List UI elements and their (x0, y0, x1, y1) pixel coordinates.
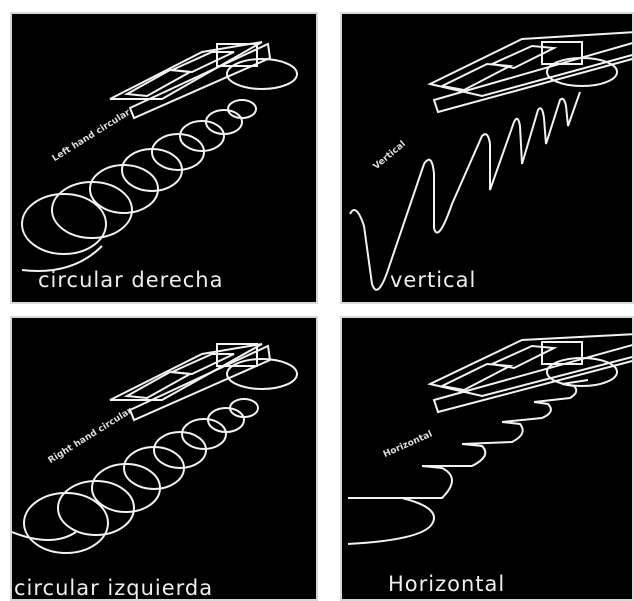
caption-label: vertical (390, 268, 476, 292)
caption-label: Horizontal (388, 572, 505, 596)
panel-vertical: Vertical vertical (340, 12, 634, 304)
caption-label: circular izquierda (14, 576, 213, 600)
caption-label: circular derecha (38, 268, 224, 292)
panel-circular-izquierda: Right hand circular circular izquierda (10, 316, 318, 601)
panel-horizontal: Horizontal Horizontal (340, 316, 634, 601)
panel-circular-derecha: Left hand circular circular derecha (10, 12, 318, 304)
